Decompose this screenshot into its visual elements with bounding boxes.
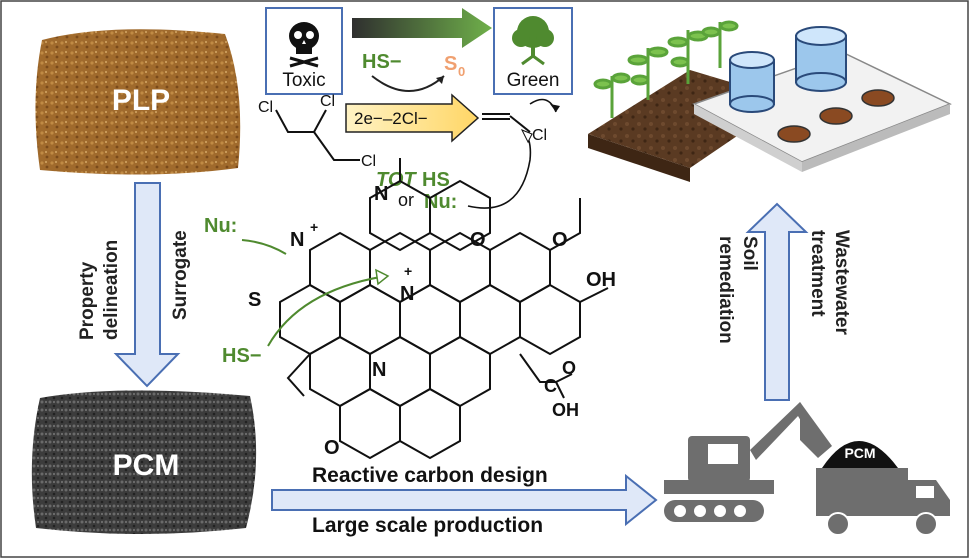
wastewater-label: Wastewater [831, 230, 852, 335]
tree-icon [512, 16, 554, 66]
application-arrow [745, 202, 809, 401]
water-beaker-icon [795, 26, 847, 92]
property-delineation-label-2: delineation [101, 240, 122, 340]
n-atom-2: N [374, 183, 388, 205]
plp-material-image: PLP [35, 29, 241, 175]
excavator-icon [664, 402, 832, 522]
tot-suffix-label: HS [422, 169, 450, 191]
dump-truck-icon: PCM [816, 441, 950, 536]
acid-oh-group: OH [552, 400, 579, 420]
hs-to-s0-arrow [371, 75, 445, 92]
acid-o-atom: O [562, 358, 576, 378]
production-arrow [271, 473, 658, 527]
cl-atom-2: Cl [320, 93, 335, 110]
or-label: or [398, 190, 414, 210]
n-atom-4: N [372, 359, 386, 381]
reactive-carbon-structure [279, 158, 609, 460]
radical-o-atom: O [324, 437, 340, 459]
treatment-label: treatment [807, 230, 828, 317]
n-atom-3: N [400, 283, 414, 305]
electron-label: 2e−–2Cl− [354, 109, 428, 128]
dechlorination-arrow [345, 93, 480, 143]
plp-label: PLP [112, 84, 170, 117]
nu-attack-arrow [241, 239, 287, 255]
water-beaker-icon [729, 51, 775, 113]
green-label: Green [507, 70, 560, 91]
n-plus-1: + [310, 219, 318, 235]
s0-subscript: 0 [458, 64, 465, 79]
s-atom: S [248, 289, 261, 311]
trichloropropane-structure [275, 109, 360, 161]
n-atom-1: N [290, 229, 304, 251]
plants-icon [593, 20, 739, 118]
ring-o-atom: O [470, 229, 486, 251]
nu-attack-label: Nu: [204, 215, 237, 237]
soil-label: Soil [739, 236, 760, 271]
acid-c-atom: C [544, 376, 557, 396]
large-scale-production-label: Large scale production [312, 514, 543, 537]
oxo-o-atom: O [552, 229, 568, 251]
n-plus-3: + [404, 263, 412, 279]
hs-reagent-label: HS− [362, 51, 401, 73]
wastewater-treatment-illustration [692, 26, 952, 172]
nu-reagent-label: Nu: [424, 191, 457, 213]
surrogate-label: Surrogate [170, 230, 191, 320]
cl-atom-4: Cl [532, 127, 547, 144]
chloroalkene-structure [482, 113, 531, 133]
reactive-carbon-design-label: Reactive carbon design [312, 464, 548, 487]
pcm-label: PCM [113, 449, 180, 482]
surrogate-arrow [113, 182, 181, 388]
oh-group: OH [586, 269, 616, 291]
skull-icon [289, 22, 319, 68]
property-delineation-label-1: Property [77, 261, 98, 340]
detox-arrow [352, 8, 492, 48]
green-box: Green [493, 7, 573, 95]
cl-atom-1: Cl [258, 99, 273, 116]
cl-atom-3: Cl [361, 153, 376, 170]
s0-label: S [444, 53, 457, 75]
hs-attack-arrow [267, 275, 387, 347]
toxic-box: Toxic [265, 7, 343, 95]
pcm-material-image: PCM [31, 390, 257, 534]
toxic-label: Toxic [282, 70, 325, 91]
sample-dish-icon [777, 89, 895, 143]
remediation-label: remediation [715, 236, 736, 344]
hs-attack-label: HS− [222, 345, 261, 367]
truck-load-label: PCM [844, 445, 875, 461]
